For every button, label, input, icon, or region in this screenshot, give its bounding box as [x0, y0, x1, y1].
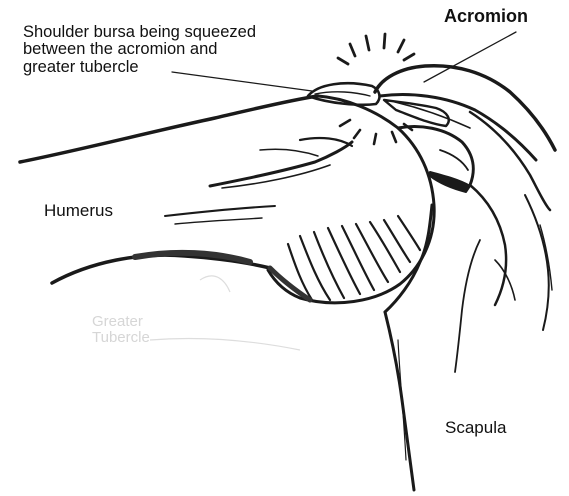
acromion-outline	[375, 66, 555, 150]
humerus-upper-edge	[20, 96, 318, 162]
bursa-callout-line-3: greater tubercle	[23, 59, 256, 76]
scapula-lateral-border	[385, 312, 414, 490]
bursa-callout-line-1: Shoulder bursa being squeezed	[23, 24, 256, 41]
faint-label-line-1: Greater	[92, 314, 150, 330]
humerus-label: Humerus	[44, 202, 113, 220]
scapula-label: Scapula	[445, 419, 506, 437]
greater-tubercle-faint-label: Greater Tubercle	[92, 314, 150, 346]
impact-marks	[338, 34, 414, 64]
head-hatching	[288, 216, 420, 300]
bursa-callout-line-2: between the acromion and	[23, 41, 256, 58]
acromion-leader-line	[424, 32, 516, 82]
acromion-label: Acromion	[444, 7, 528, 26]
bursa-callout-label: Shoulder bursa being squeezed between th…	[23, 24, 256, 76]
faint-label-line-2: Tubercle	[92, 330, 150, 346]
